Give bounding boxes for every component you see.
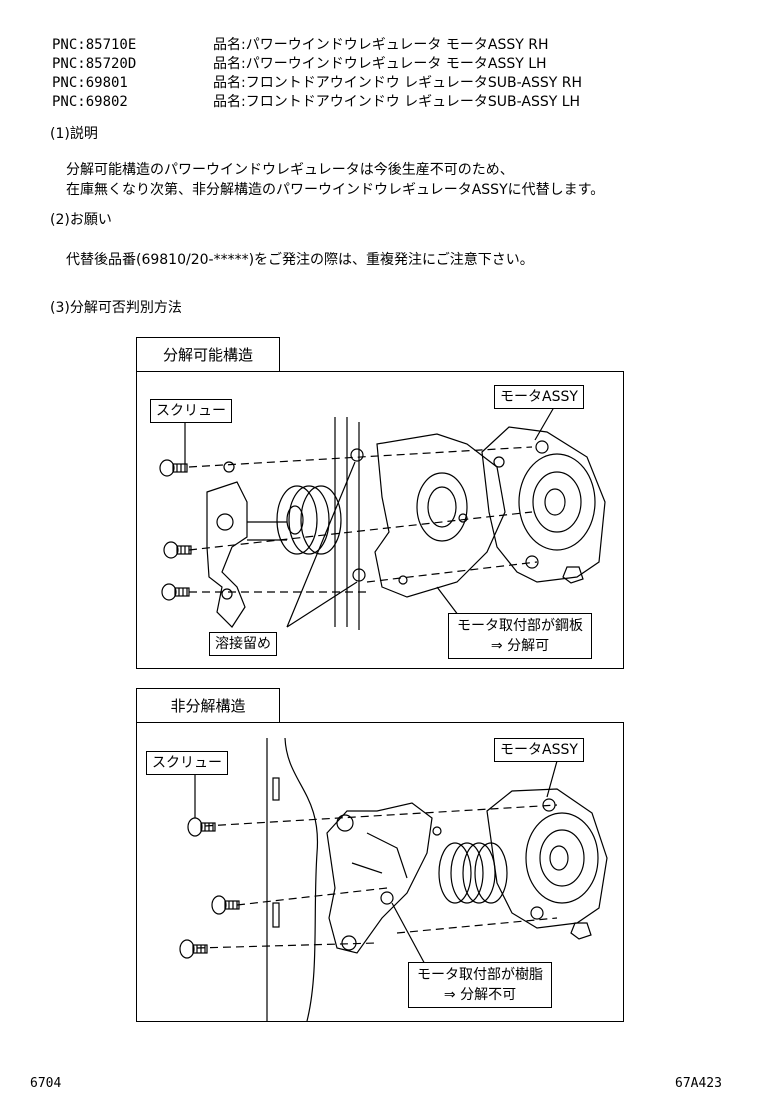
screw-2: [211, 895, 240, 915]
figure1-tab-label: 分解可能構造: [162, 346, 253, 364]
pnc-code: PNC:69802: [52, 94, 128, 110]
footer-doc-code: 67A423: [675, 1076, 722, 1091]
screw-2: [163, 541, 192, 559]
screw-1: [159, 459, 188, 477]
figure1-motor-label: モータASSY: [494, 385, 584, 409]
figure2-note: モータ取付部が樹脂 ⇒ 分解不可: [408, 962, 552, 1008]
figure1-illustration: [159, 401, 606, 641]
screw-1: [187, 817, 216, 837]
part-name: 品名:フロントドアウインドウ レギュレータSUB-ASSY RH: [213, 75, 582, 91]
figure1-note: モータ取付部が鋼板 ⇒ 分解可: [448, 613, 592, 659]
part-name: 品名:フロントドアウインドウ レギュレータSUB-ASSY LH: [213, 94, 581, 110]
figure1-note-line1: モータ取付部が鋼板: [457, 618, 583, 634]
figure2-tab-label: 非分解構造: [170, 697, 246, 715]
figure1-tab: 分解可能構造: [136, 337, 280, 372]
section2-line1: 代替後品番(69810/20-*****)をご発注の際は、重複発注にご注意下さい…: [66, 252, 534, 268]
footer-page-number: 6704: [30, 1076, 62, 1091]
section1-line2: 在庫無くなり次第、非分解構造のパワーウインドウレギュレータASSYに代替します。: [66, 182, 605, 198]
part-name: 品名:パワーウインドウレギュレータ モータASSY RH: [213, 37, 549, 53]
figure2-note-line2: ⇒ 分解不可: [443, 987, 517, 1003]
section1-heading: (1)説明: [50, 126, 98, 142]
figure1-note-line2: ⇒ 分解可: [490, 638, 550, 654]
figure2-tab: 非分解構造: [136, 688, 280, 723]
figure1-weld-label: 溶接留め: [209, 632, 277, 656]
figure2-screw-label: スクリュー: [146, 751, 228, 775]
section3-heading: (3)分解可否判別方法: [50, 300, 182, 316]
screw-3: [179, 939, 208, 959]
figure1-screw-label: スクリュー: [150, 399, 232, 423]
figure2-motor-label: モータASSY: [494, 738, 584, 762]
pnc-code: PNC:85720D: [52, 56, 137, 72]
figure2-note-line1: モータ取付部が樹脂: [417, 967, 543, 983]
pnc-code: PNC:85710E: [52, 37, 137, 53]
section1-line1: 分解可能構造のパワーウインドウレギュレータは今後生産不可のため、: [66, 162, 514, 178]
pnc-code: PNC:69801: [52, 75, 128, 91]
section2-heading: (2)お願い: [50, 212, 112, 228]
screw-3: [161, 583, 190, 601]
figure2-illustration: [179, 737, 608, 1021]
part-name: 品名:パワーウインドウレギュレータ モータASSY LH: [213, 56, 547, 72]
